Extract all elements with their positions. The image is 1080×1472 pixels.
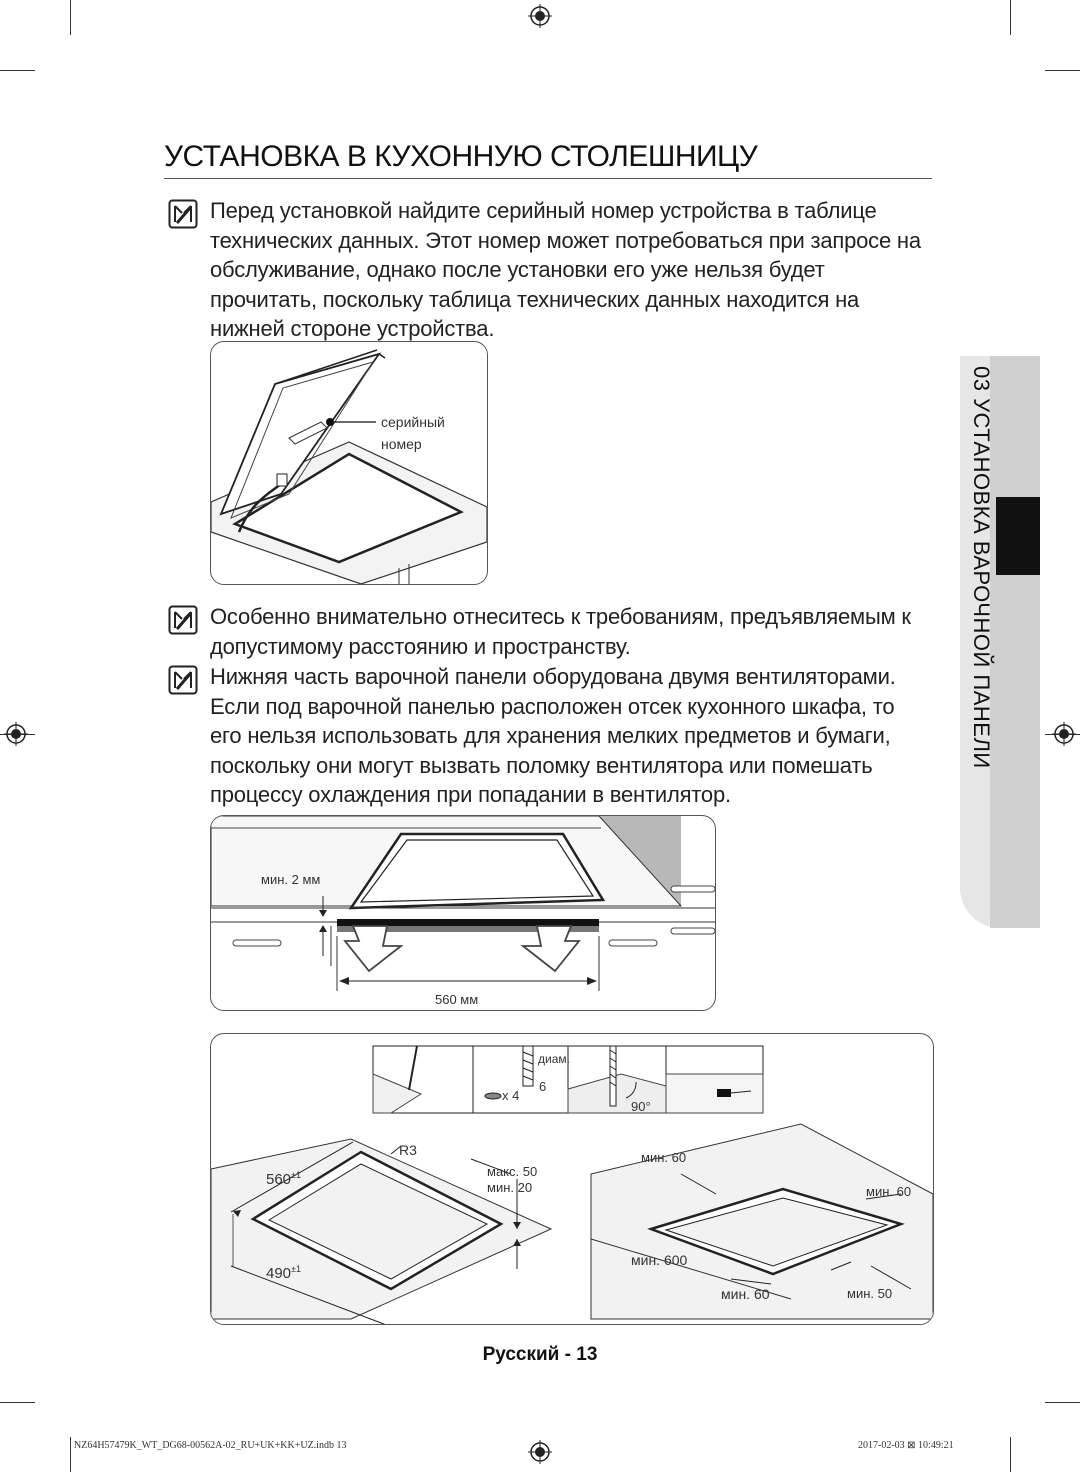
diam-value: 6 <box>539 1079 547 1094</box>
depth-490-tolerance: ±1 <box>291 1264 301 1274</box>
count-label: x 4 <box>502 1088 520 1103</box>
crop-mark <box>1010 1437 1011 1472</box>
min-60-top-label: мин. 60 <box>641 1150 687 1165</box>
width-560-label: 560 мм <box>435 992 479 1007</box>
registration-mark-icon <box>528 4 552 28</box>
crop-mark <box>1010 0 1011 35</box>
cutout-illustration <box>211 1045 933 1324</box>
min-50-label: мин. 50 <box>847 1286 893 1301</box>
width-560-value: 560 <box>266 1171 292 1188</box>
hob-lifted-illustration <box>211 349 487 584</box>
ventilation-figure: мин. 2 мм 560 мм <box>210 815 716 1011</box>
page-number: Русский - 13 <box>482 1344 598 1365</box>
serial-label: серийный <box>381 414 445 430</box>
note-icon <box>168 665 198 695</box>
depth-490-value: 490 <box>266 1265 292 1282</box>
min-60-bottom-label: мин. 60 <box>721 1286 770 1302</box>
min-600-label: мин. 600 <box>631 1252 688 1268</box>
crop-mark <box>1045 1402 1080 1403</box>
width-560: 560±1 <box>266 1170 301 1188</box>
crop-mark <box>1045 70 1080 71</box>
note-icon <box>168 605 198 635</box>
crop-mark <box>70 1437 71 1472</box>
radius-label: R3 <box>399 1142 417 1158</box>
angle-label: 90° <box>631 1099 651 1114</box>
min-60-right-label: мин. 60 <box>866 1184 912 1199</box>
file-info: NZ64H57479K_WT_DG68-00562A-02_RU+UK+KK+U… <box>74 1440 347 1451</box>
crop-mark <box>70 0 71 35</box>
crop-mark <box>0 70 35 71</box>
title-divider <box>164 178 932 179</box>
diam-label: диам. <box>538 1052 570 1066</box>
crop-mark <box>0 1402 35 1403</box>
print-date: 2017-02-03 ⊠ 10:49:21 <box>858 1440 954 1451</box>
ventilation-illustration <box>211 816 715 991</box>
chapter-tab-band <box>990 356 1040 928</box>
chapter-tab-label: 03 УСТАНОВКА ВАРОЧНОЙ ПАНЕЛИ <box>969 366 994 769</box>
note-clearance: Особенно внимательно отнеситесь к требов… <box>210 604 911 659</box>
min-gap-label: мин. 2 мм <box>261 872 321 887</box>
depth-490: 490±1 <box>266 1264 301 1282</box>
serial-number-figure: серийный номер <box>210 341 488 585</box>
note-serial-number: Перед установкой найдите серийный номер … <box>210 198 921 341</box>
chapter-marker <box>996 497 1040 575</box>
width-560-tolerance: ±1 <box>291 1170 301 1180</box>
registration-mark-icon <box>4 722 28 746</box>
max-50-label: макс. 50 <box>487 1164 538 1179</box>
note-fans: Нижняя часть варочной панели оборудована… <box>210 664 896 807</box>
note-icon <box>168 199 198 229</box>
registration-mark-icon <box>1052 722 1076 746</box>
page-title: УСТАНОВКА В КУХОННУЮ СТОЛЕШНИЦУ <box>164 140 758 173</box>
cutout-dimensions-figure: диам. 6 x 4 90° R3 560±1 490±1 макс. 50 … <box>210 1033 934 1325</box>
min-20-label: мин. 20 <box>487 1180 533 1195</box>
number-label: номер <box>381 436 422 452</box>
registration-mark-icon <box>528 1440 552 1464</box>
